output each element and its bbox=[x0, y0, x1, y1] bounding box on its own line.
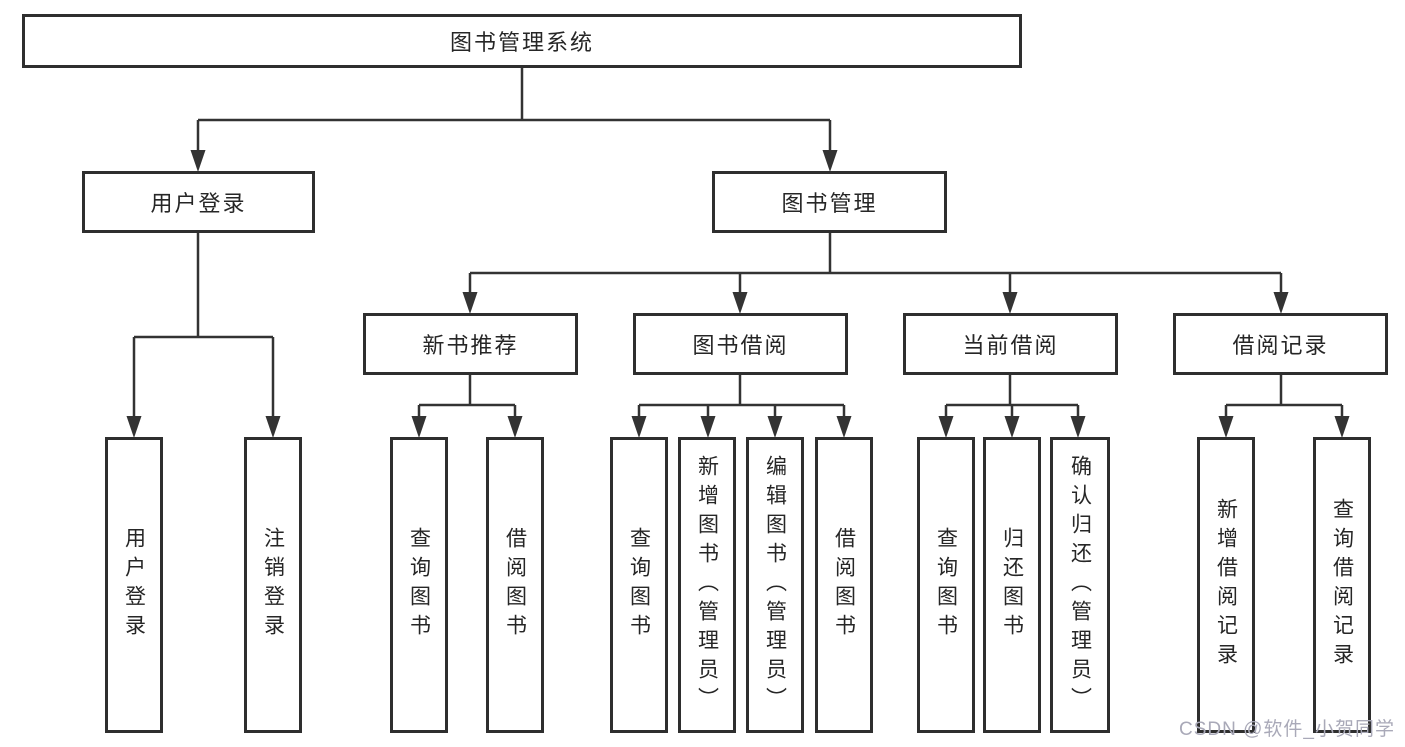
leaf-logout: 注销登录 bbox=[244, 437, 302, 733]
node-system-root-label: 图书管理系统 bbox=[449, 30, 594, 55]
csdn-watermark: CSDN @软件_小贺同学 bbox=[1179, 719, 1395, 740]
node-book-management-label: 图书管理 bbox=[781, 191, 878, 216]
node-book-borrowing: 图书借阅 bbox=[633, 313, 848, 375]
node-borrowing-records: 借阅记录 bbox=[1173, 313, 1388, 375]
node-new-book-recommend: 新书推荐 bbox=[363, 313, 578, 375]
node-current-borrowing: 当前借阅 bbox=[903, 313, 1118, 375]
leaf-query-borrow-record: 查询借阅记录 bbox=[1313, 437, 1371, 733]
leaf-borrow-books-recommend: 借阅图书 bbox=[486, 437, 544, 733]
leaf-add-books-admin: 新增图书（管理员） bbox=[678, 437, 736, 733]
leaf-add-borrow-record: 新增借阅记录 bbox=[1197, 437, 1255, 733]
leaf-query-books-current: 查询图书 bbox=[917, 437, 975, 733]
leaf-user-login: 用户登录 bbox=[105, 437, 163, 733]
node-book-management: 图书管理 bbox=[712, 171, 947, 233]
leaf-confirm-return-admin: 确认归还（管理员） bbox=[1050, 437, 1110, 733]
node-new-book-recommend-label: 新书推荐 bbox=[422, 333, 519, 358]
node-system-root: 图书管理系统 bbox=[22, 14, 1022, 68]
node-borrowing-records-label: 借阅记录 bbox=[1232, 333, 1329, 358]
node-current-borrowing-label: 当前借阅 bbox=[962, 333, 1059, 358]
leaf-return-books: 归还图书 bbox=[983, 437, 1041, 733]
node-user-login-label: 用户登录 bbox=[150, 191, 247, 216]
leaf-borrow-books: 借阅图书 bbox=[815, 437, 873, 733]
node-book-borrowing-label: 图书借阅 bbox=[692, 333, 789, 358]
leaf-query-books-borrow: 查询图书 bbox=[610, 437, 668, 733]
node-user-login: 用户登录 bbox=[82, 171, 315, 233]
leaf-edit-books-admin: 编辑图书（管理员） bbox=[746, 437, 804, 733]
leaf-query-books-recommend: 查询图书 bbox=[390, 437, 448, 733]
